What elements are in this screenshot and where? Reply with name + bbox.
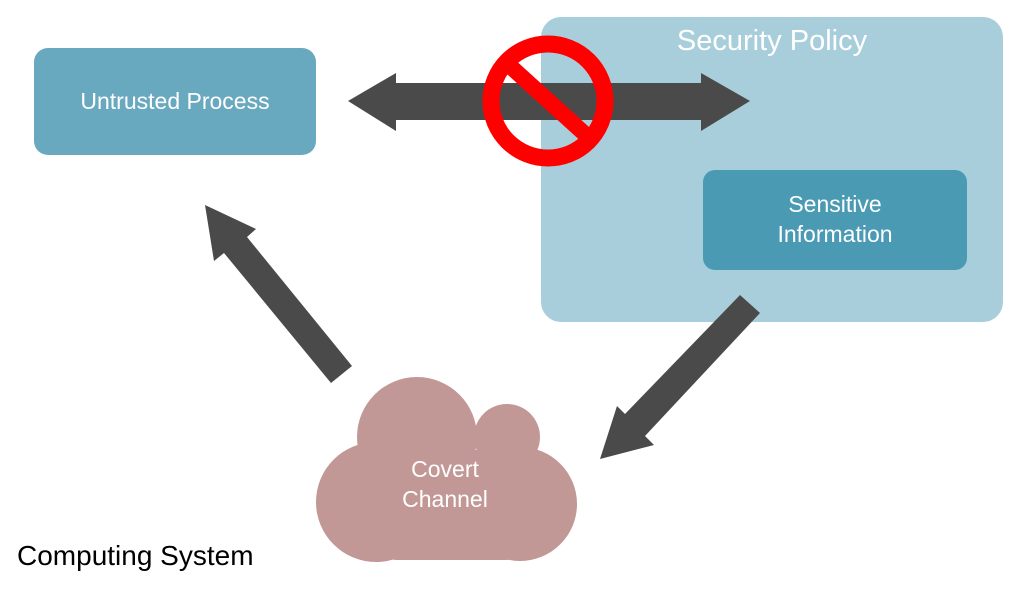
untrusted-process-label: Untrusted Process	[80, 87, 270, 114]
covert-channel-label: Covert Channel	[370, 455, 520, 515]
arrow-to-covert-channel	[600, 295, 760, 459]
arrow-to-untrusted-process	[205, 205, 352, 383]
security-policy-label: Security Policy	[676, 25, 868, 57]
covert-line-2: Channel	[402, 485, 488, 512]
prohibited-sign-icon	[482, 35, 614, 167]
sensitive-line-1: Sensitive	[788, 191, 882, 218]
untrusted-process-node: Untrusted Process	[34, 48, 316, 155]
covert-line-1: Covert	[411, 456, 479, 482]
covert-channel-cloud	[316, 377, 577, 562]
computing-system-label: Computing System	[17, 540, 254, 571]
sensitive-information-label: Sensitive Information	[777, 190, 892, 250]
sensitive-information-node: Sensitive Information	[703, 170, 967, 270]
security-policy-region: Security Policy	[541, 17, 1003, 322]
sensitive-line-2: Information	[777, 221, 893, 247]
